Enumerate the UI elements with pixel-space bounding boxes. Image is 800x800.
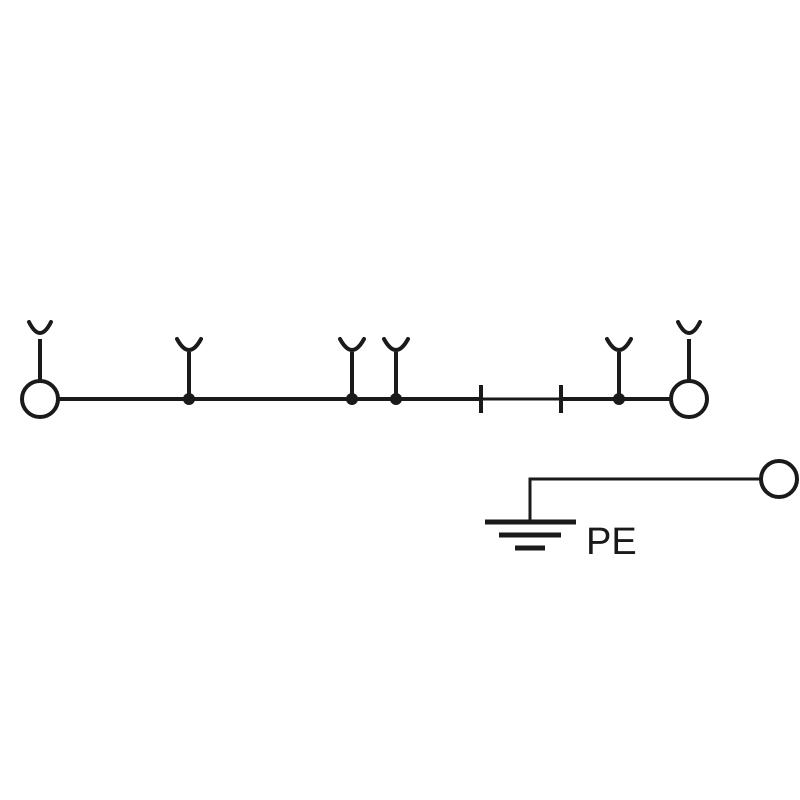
pe-branch: PE	[485, 459, 799, 563]
plug-socket-3	[382, 337, 410, 405]
plug-socket-2-cap	[338, 337, 366, 352]
plug-socket-1	[175, 337, 203, 405]
disconnect-gap	[479, 385, 563, 413]
terminal-left	[20, 320, 60, 419]
terminal-right-socket-cap	[676, 320, 702, 335]
plug-socket-1-cap	[175, 337, 203, 352]
plug-socket-3-node	[390, 393, 402, 405]
terminal-pe-circle	[759, 459, 799, 499]
terminal-left-circle	[20, 379, 60, 419]
plug-socket-5	[605, 337, 633, 405]
plug-socket-5-node	[613, 393, 625, 405]
plug-socket-1-node	[183, 393, 195, 405]
terminal-left-socket-cap	[27, 320, 53, 335]
ground-icon	[485, 519, 576, 551]
terminal-right	[669, 320, 709, 419]
pe-wire	[528, 477, 761, 520]
plug-socket-3-cap	[382, 337, 410, 352]
plug-socket-2-node	[346, 393, 358, 405]
plug-socket-5-cap	[605, 337, 633, 352]
pe-label: PE	[586, 521, 637, 563]
terminal-right-circle	[669, 379, 709, 419]
plug-socket-2	[338, 337, 366, 405]
